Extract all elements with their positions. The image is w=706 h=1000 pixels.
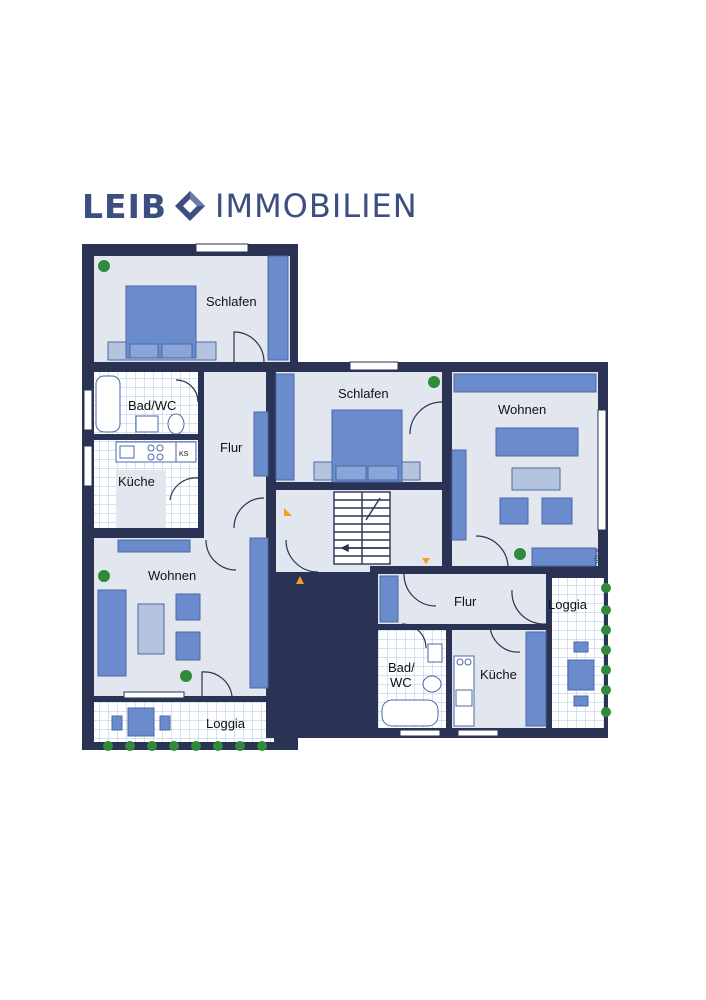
wall — [94, 362, 214, 372]
left-kitchen-fixtures — [115, 441, 197, 463]
left-bad-label: Bad/WC — [128, 398, 176, 413]
left-bath-fixtures — [95, 375, 185, 435]
wall — [370, 574, 378, 738]
wall — [442, 372, 452, 572]
right-schlafen-label: Schlafen — [338, 386, 389, 401]
window — [597, 409, 607, 531]
left-schlafen-label: Schlafen — [206, 294, 257, 309]
right-kitchen-fixtures — [453, 655, 475, 727]
right-flur-floor — [378, 574, 546, 624]
wall — [274, 702, 298, 750]
right-flur-label: Flur — [454, 594, 477, 609]
wardrobes — [249, 255, 597, 727]
bed — [313, 409, 421, 483]
ks-label: KS — [179, 451, 189, 458]
right-bath-fixtures — [381, 643, 443, 727]
left-loggia-label: Loggia — [206, 716, 246, 731]
right-bad-label-2: WC — [390, 675, 412, 690]
company-logo: LEIB IMMOBILIEN — [82, 186, 418, 226]
left-wohnen-label: Wohnen — [148, 568, 196, 583]
left-kueche-floor-plain — [116, 470, 166, 528]
right-wohnen-furniture — [451, 427, 597, 567]
wall — [378, 624, 552, 630]
left-wohnen-furniture — [97, 539, 201, 677]
wall — [198, 372, 204, 528]
window — [83, 389, 93, 431]
window — [195, 243, 249, 253]
doors — [169, 331, 547, 697]
window — [123, 691, 185, 699]
left-loggia-floor — [94, 702, 274, 742]
logo-word-leib: LEIB — [82, 186, 168, 226]
diamond-logo-icon — [175, 191, 206, 221]
wall — [266, 490, 274, 576]
wall — [446, 630, 452, 728]
wall — [370, 566, 464, 574]
entrance-arrows — [284, 508, 430, 584]
plant-icons — [98, 260, 611, 751]
wall — [94, 434, 204, 440]
right-loggia-table — [567, 641, 595, 707]
wall — [240, 696, 290, 702]
right-wohnen-label: Wohnen — [498, 402, 546, 417]
wall — [266, 482, 442, 490]
left-flur-label: Flur — [220, 440, 243, 455]
wall — [94, 528, 204, 538]
window — [83, 445, 93, 487]
right-bad-label-1: Bad/ — [388, 660, 415, 675]
left-loggia-table — [111, 707, 171, 737]
window — [457, 729, 499, 737]
right-kueche-label: Küche — [480, 667, 517, 682]
left-kueche-label: Küche — [118, 474, 155, 489]
wall — [546, 566, 552, 728]
wall — [94, 696, 204, 702]
right-loggia-label: Loggia — [548, 597, 588, 612]
window — [349, 361, 399, 371]
onoffice-watermark: onOffice — [595, 549, 602, 575]
staircase — [333, 491, 391, 565]
bed — [107, 285, 217, 361]
logo-word-immobilien: IMMOBILIEN — [215, 187, 418, 225]
window — [399, 729, 441, 737]
